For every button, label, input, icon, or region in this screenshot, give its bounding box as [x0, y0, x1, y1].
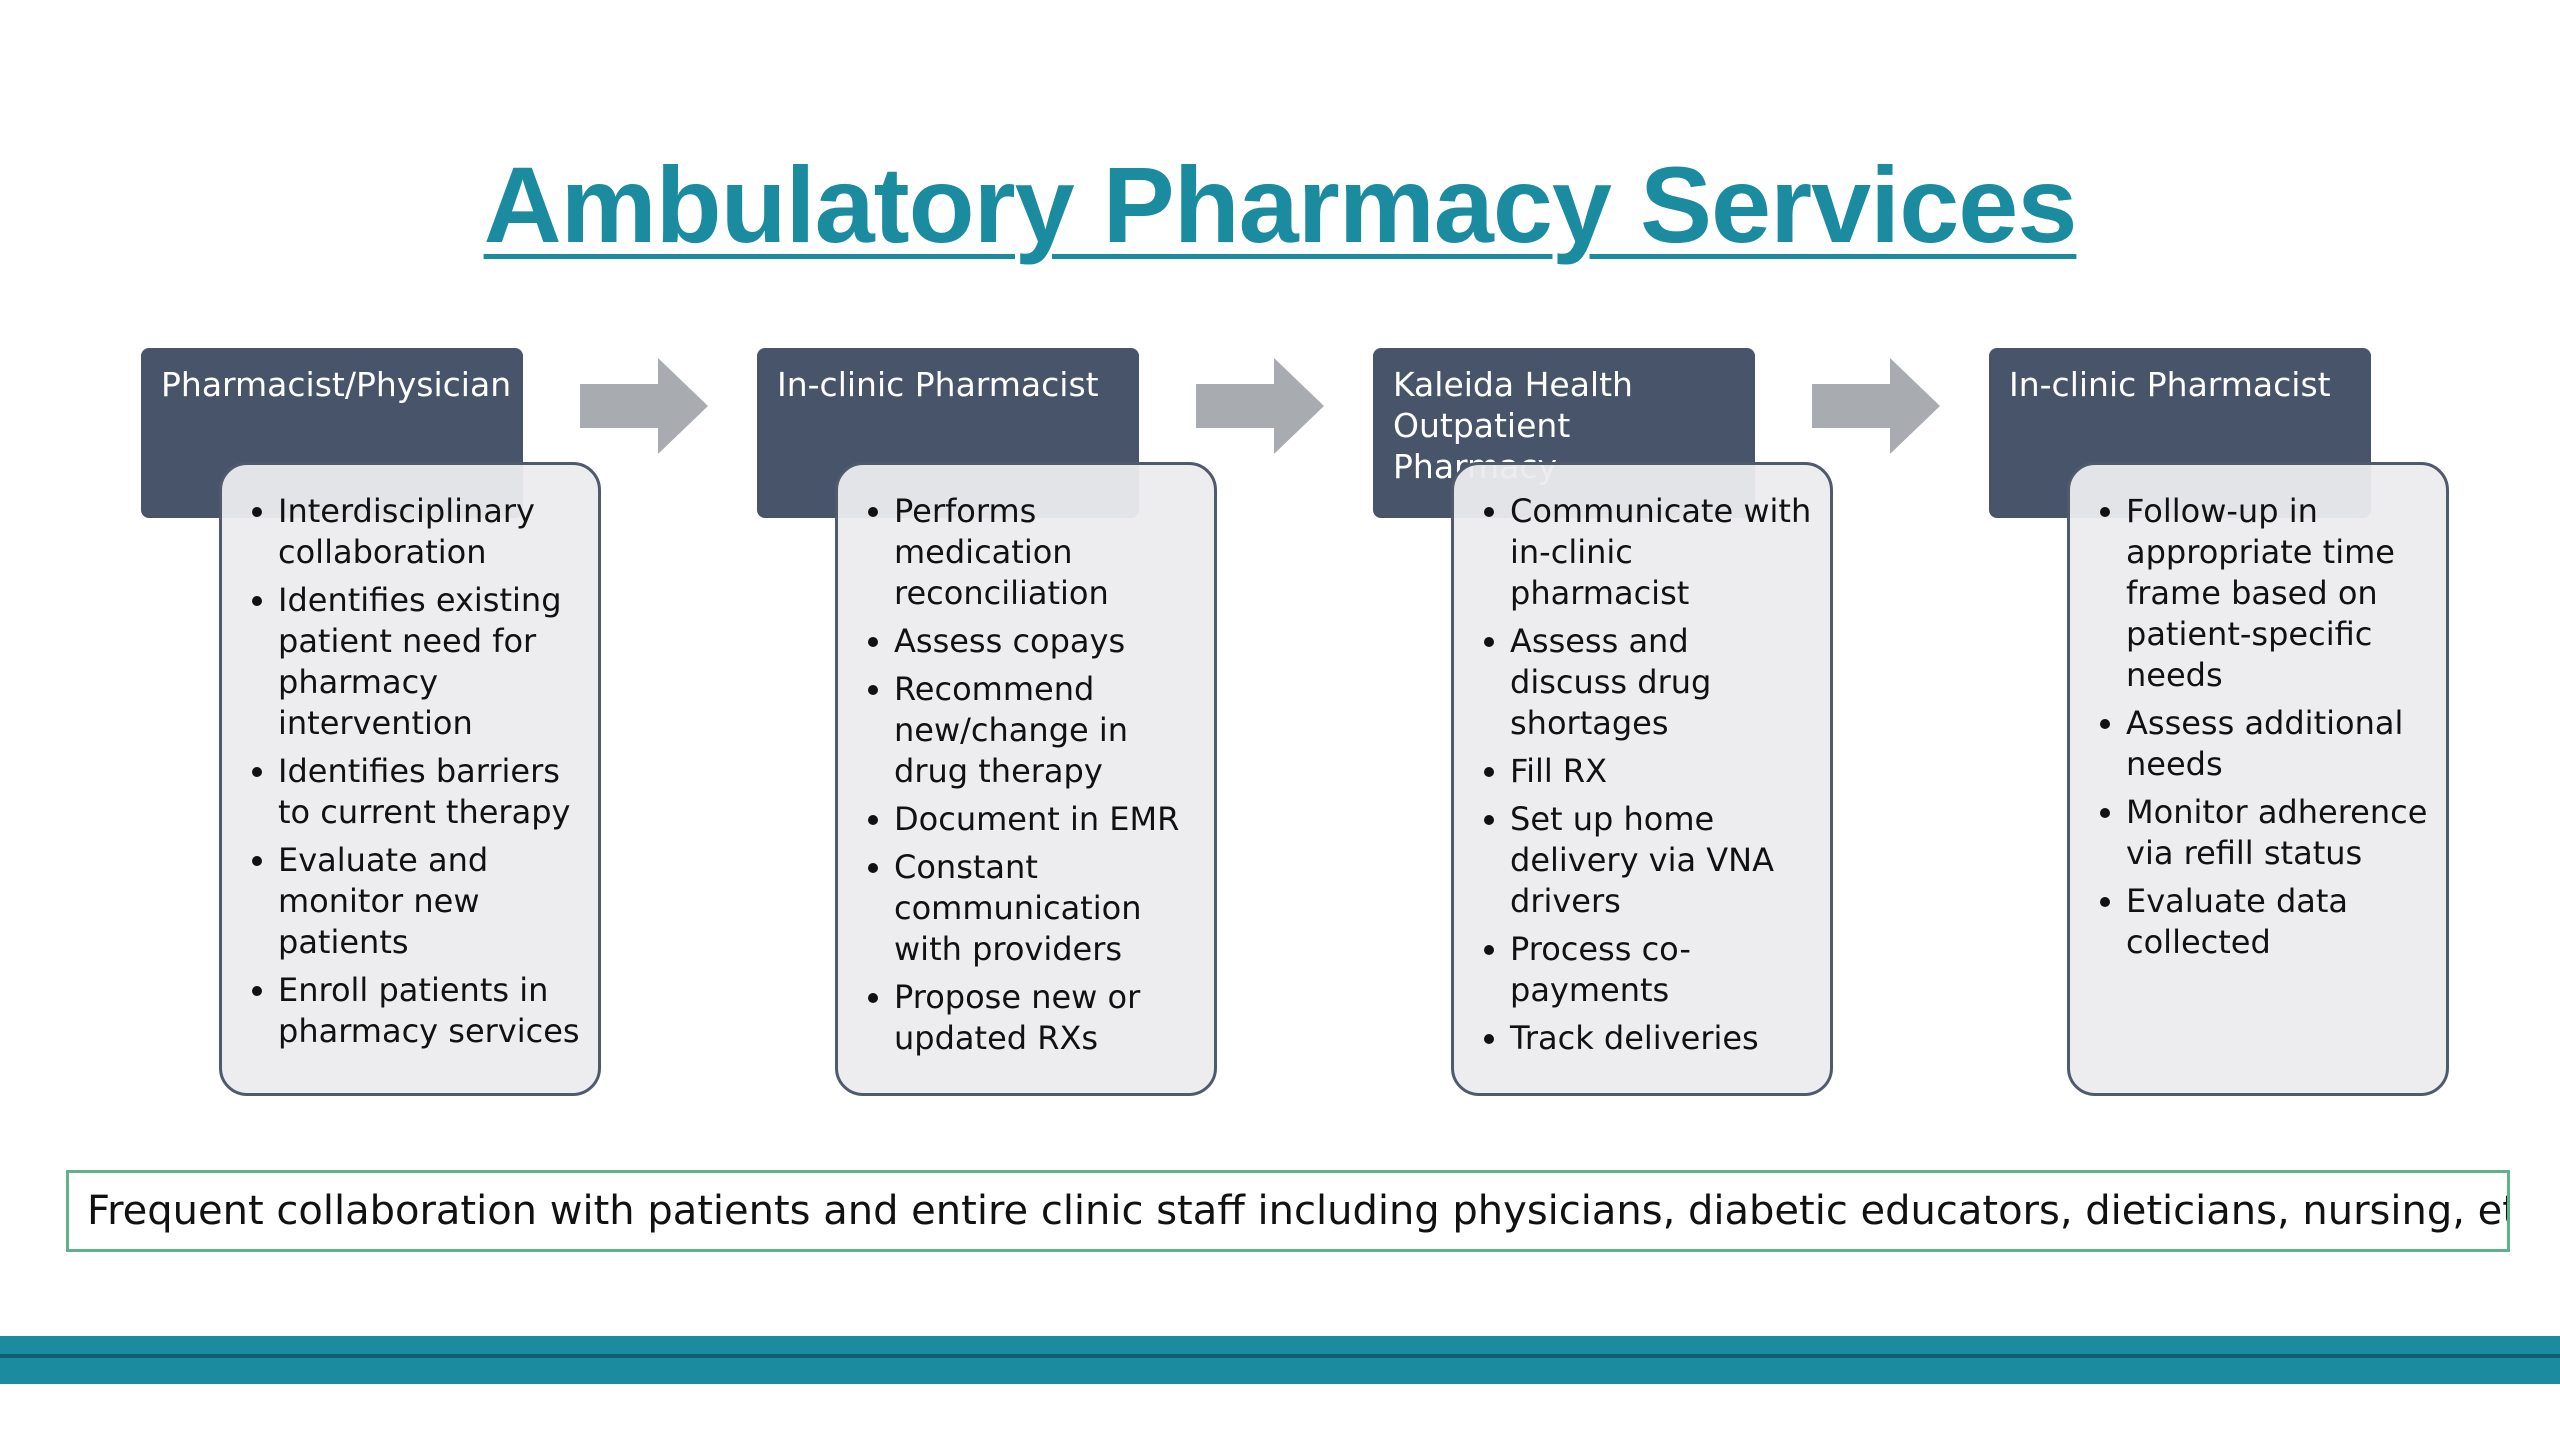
stage-item-list: Interdisciplinary collaboration Identifi…	[252, 491, 580, 1052]
stage-pharmacist-physician: Pharmacist/Physician Interdisciplinary c…	[141, 348, 601, 1098]
list-item: Communicate with in-clinic pharmacist	[1484, 491, 1812, 614]
list-item: Identifies barriers to current therapy	[252, 751, 580, 833]
list-item: Follow-up in appropriate time frame base…	[2100, 491, 2428, 696]
collaboration-note: Frequent collaboration with patients and…	[66, 1170, 2510, 1252]
list-item: Propose new or updated RXs	[868, 977, 1196, 1059]
list-item: Document in EMR	[868, 799, 1196, 840]
list-item: Enroll patients in pharmacy services	[252, 970, 580, 1052]
list-item: Track deliveries	[1484, 1018, 1812, 1059]
stage-outpatient-pharmacy: Kaleida Health Outpatient Pharmacy Commu…	[1373, 348, 1833, 1098]
list-item: Process co-payments	[1484, 929, 1812, 1011]
list-item: Assess additional needs	[2100, 703, 2428, 785]
stage-in-clinic-pharmacist-followup: In-clinic Pharmacist Follow-up in approp…	[1989, 348, 2449, 1098]
list-item: Recommend new/change in drug therapy	[868, 669, 1196, 792]
stage-in-clinic-pharmacist: In-clinic Pharmacist Performs medication…	[757, 348, 1217, 1098]
list-item: Evaluate and monitor new patients	[252, 840, 580, 963]
list-item: Identifies existing patient need for pha…	[252, 580, 580, 744]
stage-item-list: Follow-up in appropriate time frame base…	[2100, 491, 2428, 963]
list-item: Set up home delivery via VNA drivers	[1484, 799, 1812, 922]
flow-arrow-right-icon	[1196, 358, 1324, 454]
list-item: Performs medication reconciliation	[868, 491, 1196, 614]
list-item: Assess copays	[868, 621, 1196, 662]
bottom-decorative-bar	[0, 1336, 2560, 1384]
list-item: Evaluate data collected	[2100, 881, 2428, 963]
stage-card: Performs medication reconciliation Asses…	[835, 462, 1217, 1096]
list-item: Fill RX	[1484, 751, 1812, 792]
flow-arrow-right-icon	[1812, 358, 1940, 454]
stage-card: Interdisciplinary collaboration Identifi…	[219, 462, 601, 1096]
bottom-bar-stripe	[0, 1354, 2560, 1358]
stage-card: Communicate with in-clinic pharmacist As…	[1451, 462, 1833, 1096]
list-item: Interdisciplinary collaboration	[252, 491, 580, 573]
stage-item-list: Communicate with in-clinic pharmacist As…	[1484, 491, 1812, 1059]
slide-title: Ambulatory Pharmacy Services	[483, 144, 2078, 265]
list-item: Assess and discuss drug shortages	[1484, 621, 1812, 744]
list-item: Monitor adherence via refill status	[2100, 792, 2428, 874]
stage-card: Follow-up in appropriate time frame base…	[2067, 462, 2449, 1096]
flow-arrow-right-icon	[580, 358, 708, 454]
list-item: Constant communication with providers	[868, 847, 1196, 970]
stage-item-list: Performs medication reconciliation Asses…	[868, 491, 1196, 1059]
